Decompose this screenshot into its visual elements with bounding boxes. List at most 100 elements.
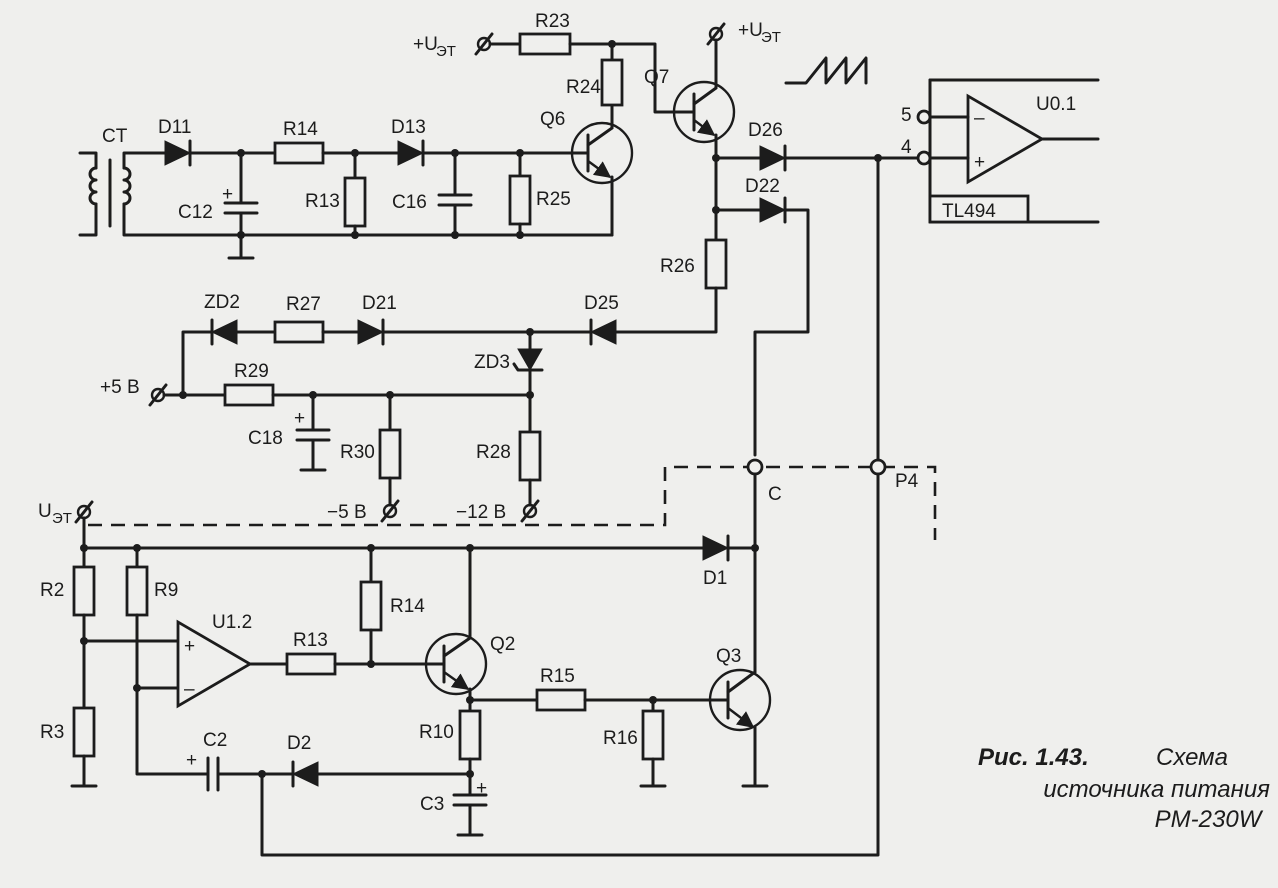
figure-caption: Рис. 1.43. Схема источника питания PM-23… — [978, 744, 1270, 833]
c16-label: C16 — [392, 192, 427, 213]
terminal-uet-left: +U ЭТ — [413, 32, 494, 60]
uet-c-label: U — [38, 501, 52, 522]
d25-label: D25 — [584, 293, 619, 314]
transistor-q3: Q3 — [708, 646, 772, 788]
caption-figure-no: Рис. 1.43. — [978, 744, 1089, 771]
terminal-uet-bottom: U ЭТ — [38, 500, 94, 527]
opamp-minus: – — [974, 108, 985, 129]
tl494-opamp: TL494 5 4 – + U0.1 — [901, 78, 1100, 224]
d13-label: D13 — [391, 117, 426, 138]
u12-label: U1.2 — [212, 612, 252, 633]
r13-top-label: R13 — [305, 191, 340, 212]
diode-d11: D11 — [158, 117, 192, 167]
r27-label: R27 — [286, 294, 321, 315]
resistor-r10: R10 — [419, 709, 482, 797]
caption-line2: источника питания — [1043, 776, 1270, 803]
resistor-r23: R23 — [518, 11, 572, 56]
bottom-section: U ЭТ D1 R2 R3 — [38, 500, 772, 837]
node-c-label: C — [768, 484, 782, 505]
resistor-r27: R27 — [273, 294, 325, 344]
zd3-label: ZD3 — [474, 352, 510, 373]
opamp-plus: + — [974, 152, 985, 173]
resistor-r28: R28 −12 B — [456, 430, 542, 523]
u12-minus: – — [184, 679, 195, 700]
resistor-r29: R29 — [223, 361, 275, 407]
diode-d13: D13 — [391, 117, 426, 167]
resistor-r25: R25 — [508, 151, 571, 237]
r10-label: R10 — [419, 722, 454, 743]
resistor-r26: R26 — [660, 238, 728, 290]
u12-plus: + — [184, 636, 195, 657]
opamp-u12: + – U1.2 — [176, 612, 253, 709]
q7-label: Q7 — [644, 67, 669, 88]
diode-d22: D22 — [745, 176, 787, 224]
transistor-q6: Q6 — [540, 103, 634, 237]
r28-label: R28 — [476, 442, 511, 463]
c2-plus: + — [186, 750, 197, 771]
d2-label: D2 — [287, 733, 311, 754]
minus12-label: −12 B — [456, 502, 506, 523]
resistor-r14-top: R14 — [273, 119, 325, 165]
terminal-uet-right: +U ЭТ — [706, 20, 781, 46]
zener-zd2: ZD2 — [204, 292, 240, 346]
d22-label: D22 — [745, 176, 780, 197]
transformer-ct: CT — [78, 126, 614, 237]
resistor-r3: R3 — [40, 706, 98, 788]
c12-label: C12 — [178, 202, 213, 223]
r14-bot-label: R14 — [390, 596, 425, 617]
d21-label: D21 — [362, 293, 397, 314]
c3-label: C3 — [420, 794, 444, 815]
uet-b-sub: ЭТ — [761, 29, 781, 46]
capacitor-c18: + C18 — [248, 393, 331, 472]
d11-label: D11 — [158, 117, 191, 138]
transistor-q2: Q2 — [424, 546, 515, 713]
middle-section: ZD2 R27 D21 D25 ZD3 +5 B — [88, 156, 937, 857]
r29-label: R29 — [234, 361, 269, 382]
dashed-boundary — [88, 465, 937, 540]
resistor-r14-bottom: R14 — [359, 546, 425, 666]
caption-line1: Схема — [1156, 744, 1228, 771]
sawtooth-waveform — [784, 56, 868, 85]
uet-a-label: +U — [413, 34, 438, 55]
resistor-r24: R24 — [566, 42, 624, 107]
r30-label: R30 — [340, 442, 375, 463]
pin5-label: 5 — [901, 105, 912, 126]
d26-label: D26 — [748, 120, 783, 141]
plus5-label: +5 B — [100, 377, 140, 398]
tl494-label: TL494 — [942, 201, 996, 222]
c18-plus: + — [294, 408, 305, 429]
diode-d21: D21 — [357, 293, 397, 346]
caption-line3: PM-230W — [1155, 806, 1264, 833]
capacitor-c2: + C2 — [186, 730, 227, 792]
uet-b-label: +U — [738, 20, 763, 41]
c2-label: C2 — [203, 730, 227, 751]
r23-label: R23 — [535, 11, 570, 32]
r15-label: R15 — [540, 666, 575, 687]
resistor-r13-bottom: R13 — [285, 630, 337, 676]
uet-c-sub: ЭТ — [52, 510, 72, 527]
r9-label: R9 — [154, 580, 178, 601]
resistor-r15: R15 — [535, 666, 587, 712]
r3-label: R3 — [40, 722, 64, 743]
terminal-plus5v: +5 B — [100, 377, 168, 407]
r24-label: R24 — [566, 77, 601, 98]
node-p4 — [869, 458, 887, 476]
r2-label: R2 — [40, 580, 64, 601]
p4-label: P4 — [895, 471, 919, 492]
diode-d25: D25 — [584, 293, 619, 346]
resistor-r13-top: R13 — [305, 151, 367, 237]
uet-a-sub: ЭТ — [436, 43, 456, 60]
node-c — [746, 458, 764, 476]
zd2-label: ZD2 — [204, 292, 240, 313]
minus5-label: −5 B — [327, 502, 367, 523]
resistor-r16: R16 — [603, 698, 667, 788]
c3-plus: + — [476, 778, 487, 799]
r25-label: R25 — [536, 189, 571, 210]
c12-plus: + — [222, 184, 233, 205]
zener-zd3: ZD3 — [474, 330, 544, 434]
r16-label: R16 — [603, 728, 638, 749]
q6-label: Q6 — [540, 109, 565, 130]
r26-label: R26 — [660, 256, 695, 277]
resistor-r30: R30 −5 B — [327, 393, 402, 523]
